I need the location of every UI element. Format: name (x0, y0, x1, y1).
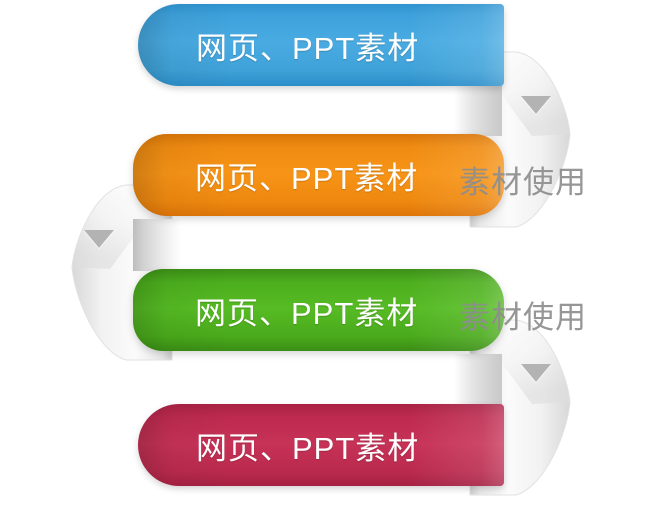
ribbon-bar-green[interactable]: 网页、PPT素材 (133, 269, 504, 351)
watermark-upper: 素材使用 (459, 165, 587, 200)
ribbon-bar-label: 网页、PPT素材 (196, 430, 420, 466)
connector-left-middle (133, 219, 181, 271)
ribbon-bar-label: 网页、PPT素材 (196, 30, 420, 66)
ribbon-bar-label: 网页、PPT素材 (195, 295, 419, 331)
ribbon-bar-crimson[interactable]: 网页、PPT素材 (138, 404, 504, 486)
ribbon-bar-orange[interactable]: 网页、PPT素材 (133, 134, 504, 216)
connector-right-bottom (454, 354, 502, 406)
triangle-down-icon (84, 230, 114, 248)
triangle-down-icon (521, 96, 551, 114)
triangle-down-icon (521, 364, 551, 382)
watermark-lower: 素材使用 (459, 300, 587, 335)
connector-right-top (454, 84, 502, 136)
ribbon-bar-label: 网页、PPT素材 (195, 160, 419, 196)
ribbon-bar-blue[interactable]: 网页、PPT素材 (138, 4, 504, 86)
